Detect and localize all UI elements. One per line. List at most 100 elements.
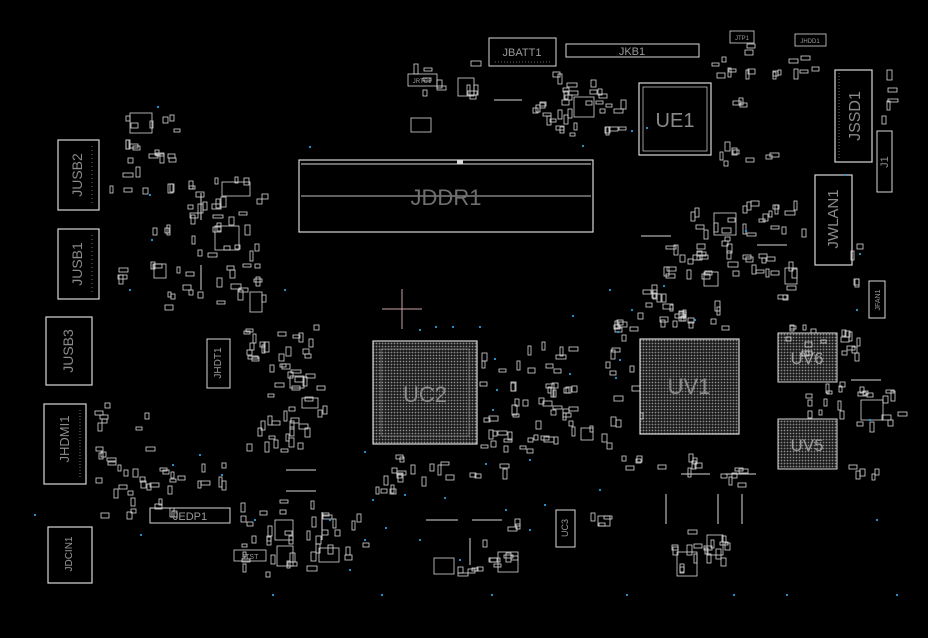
jwlan1-connector[interactable]: JWLAN1 — [814, 174, 853, 266]
passive-part — [770, 225, 780, 230]
small-ic — [706, 534, 724, 556]
passive-part — [618, 126, 627, 131]
passive-part — [169, 507, 175, 518]
passive-part — [897, 411, 908, 417]
small-ic — [713, 212, 737, 236]
passive-part — [104, 402, 111, 409]
passive-part — [800, 55, 811, 61]
jbatt1-connector[interactable]: JBATT1 — [488, 37, 557, 67]
jddr1-slot[interactable]: JDDR1 — [298, 159, 594, 233]
passive-part — [195, 191, 205, 198]
passive-part — [590, 79, 597, 88]
uc3-chip[interactable]: UC3 — [555, 509, 576, 548]
passive-part — [807, 410, 813, 419]
passive-part — [413, 63, 419, 75]
passive-part — [857, 391, 867, 397]
jfan1-connector[interactable]: JFAN1 — [868, 280, 886, 319]
j1-connector[interactable]: J1 — [876, 130, 893, 193]
passive-part — [721, 325, 730, 331]
passive-part — [621, 334, 627, 342]
passive-part — [229, 269, 236, 279]
passive-part — [557, 73, 563, 85]
via — [491, 408, 495, 412]
passive-part — [290, 369, 302, 374]
jtp1-connector[interactable]: JTP1 — [729, 30, 755, 44]
uv1-chip[interactable]: UV1 — [639, 338, 740, 435]
passive-part — [144, 412, 150, 420]
passive-part — [613, 395, 624, 402]
passive-part — [696, 243, 706, 250]
uv5-chip[interactable]: UV5 — [777, 418, 838, 470]
jhdd1-connector[interactable]: JHDD1 — [794, 33, 827, 47]
via — [858, 252, 862, 256]
small-ic — [301, 397, 319, 409]
passive-part — [436, 79, 443, 89]
passive-part — [727, 217, 736, 223]
passive-part — [789, 324, 795, 332]
passive-part — [391, 467, 398, 474]
passive-part — [220, 196, 227, 208]
passive-part — [887, 419, 894, 427]
passive-part — [605, 361, 611, 369]
via — [785, 593, 789, 597]
passive-part — [266, 536, 272, 546]
jhdt1-connector[interactable]: JHDT1 — [206, 338, 231, 389]
passive-part — [152, 227, 158, 236]
passive-part — [687, 258, 694, 265]
passive-part — [704, 547, 709, 555]
passive-part — [552, 71, 561, 78]
passive-part — [240, 502, 246, 513]
passive-part — [714, 300, 721, 312]
uc2-label: UC2 — [403, 382, 447, 407]
passive-part — [214, 177, 219, 185]
passive-part — [101, 418, 108, 424]
jdcin1-connector[interactable]: JDCIN1 — [47, 526, 93, 584]
via — [478, 325, 482, 329]
passive-part — [850, 250, 855, 261]
passive-part — [672, 546, 679, 556]
via — [198, 453, 202, 457]
j1-label: J1 — [879, 156, 891, 168]
via — [543, 503, 547, 507]
passive-part — [410, 464, 416, 475]
passive-part — [747, 68, 756, 75]
passive-part — [719, 151, 724, 161]
passive-part — [135, 166, 141, 178]
jedp1-connector[interactable]: JEDP1 — [149, 507, 231, 524]
via — [418, 328, 422, 332]
passive-part — [166, 224, 171, 236]
via — [744, 229, 748, 233]
passive-part — [599, 108, 606, 114]
passive-part — [315, 543, 321, 554]
jhdmi1-connector[interactable]: JHDMI1 — [43, 403, 87, 485]
passive-part — [745, 256, 754, 263]
passive-part — [854, 352, 860, 362]
passive-part — [311, 516, 317, 528]
passive-part — [285, 346, 292, 357]
passive-part — [724, 236, 731, 242]
passive-part — [856, 243, 864, 250]
uc2-chip[interactable]: UC2 — [372, 340, 478, 445]
jkb1-connector[interactable]: JKB1 — [565, 43, 700, 58]
passive-part — [550, 387, 555, 398]
passive-part — [820, 339, 827, 344]
jssd1-connector[interactable]: JSSD1 — [834, 69, 873, 163]
passive-part — [279, 499, 289, 504]
passive-part — [98, 452, 104, 460]
jtst-label: JTST — [242, 554, 259, 561]
jusb2-connector[interactable]: JUSB2 — [57, 139, 100, 211]
passive-part — [164, 304, 174, 311]
jusb3-connector[interactable]: JUSB3 — [45, 316, 93, 386]
uv6-chip[interactable]: UV6 — [777, 332, 838, 383]
jusb1-connector[interactable]: JUSB1 — [57, 228, 100, 300]
passive-part — [732, 270, 740, 277]
passive-part — [848, 331, 853, 342]
jedp1-label: JEDP1 — [173, 511, 207, 523]
passive-part — [135, 426, 143, 431]
passive-part — [720, 473, 728, 479]
passive-part — [481, 360, 486, 369]
ue1-chip[interactable]: UE1 — [638, 82, 712, 156]
passive-part — [252, 333, 257, 344]
passive-part — [551, 382, 559, 389]
passive-part — [306, 530, 311, 541]
